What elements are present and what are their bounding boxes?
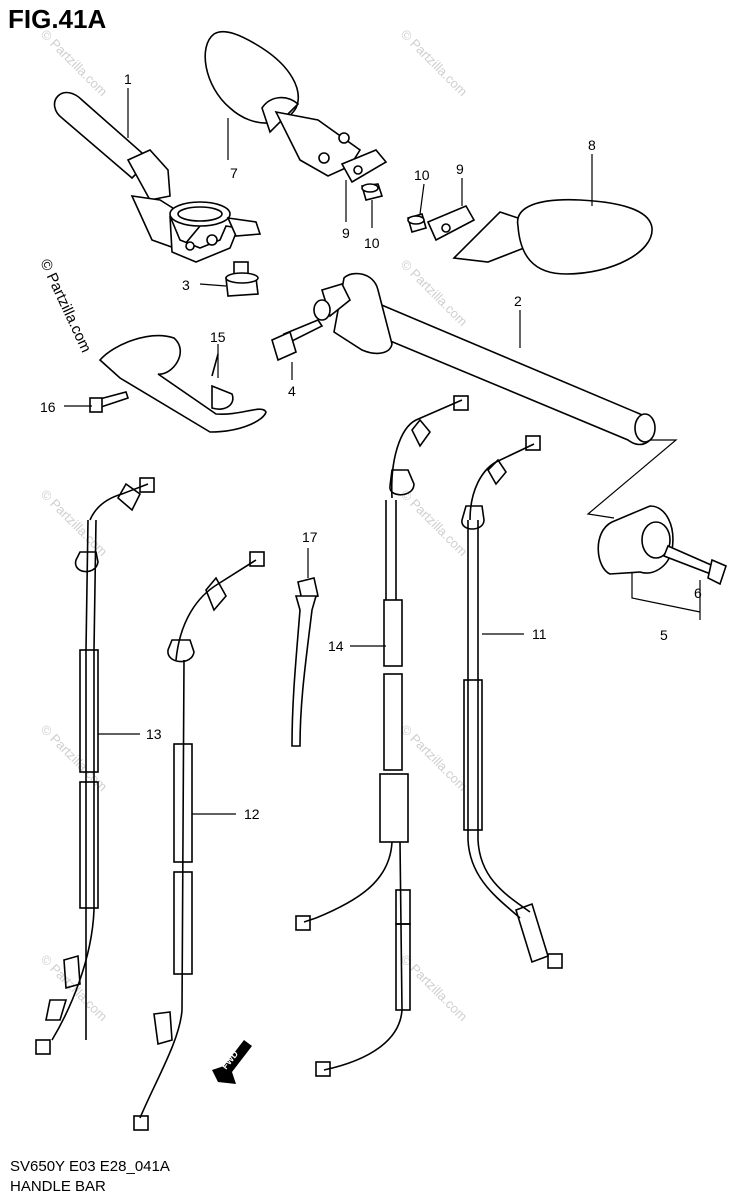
callout-16: 16 <box>40 399 56 415</box>
callout-9-right: 9 <box>456 161 464 177</box>
watermark: © Partzilla.com <box>398 952 471 1025</box>
callout-12: 12 <box>244 806 260 822</box>
callout-6: 6 <box>694 585 702 601</box>
callout-17: 17 <box>302 529 318 545</box>
callout-9-left: 9 <box>342 225 350 241</box>
nut-part-10-left <box>360 183 384 201</box>
watermark: © Partzilla.com <box>38 952 111 1025</box>
watermark: © Partzilla.com <box>38 27 111 100</box>
diagram-name: HANDLE BAR <box>10 1178 106 1195</box>
callout-8: 8 <box>588 137 596 153</box>
callout-3: 3 <box>182 277 190 293</box>
left-handlebar-part-1 <box>53 91 262 263</box>
assembly-line <box>586 439 678 519</box>
watermark-dark: © Partzilla.com <box>36 257 94 356</box>
callout-10-right: 10 <box>414 167 430 183</box>
right-handlebar-part-2 <box>313 272 656 446</box>
bolt-part-4 <box>271 319 324 362</box>
callout-5: 5 <box>660 627 668 643</box>
watermarks: © Partzilla.com © Partzilla.com © Partzi… <box>36 27 470 1025</box>
callout-2: 2 <box>514 293 522 309</box>
guard-part-15 <box>98 334 267 433</box>
cable-part-11 <box>461 435 563 969</box>
bar-end-weight-part-5 <box>597 505 674 575</box>
callout-13: 13 <box>146 726 162 742</box>
mirror-clamp-part-9-left <box>340 149 388 184</box>
mirror-clamp-part-9-right <box>426 204 476 242</box>
callout-4: 4 <box>288 383 296 399</box>
callout-14: 14 <box>328 638 344 654</box>
callout-7: 7 <box>230 165 238 181</box>
right-mirror-part-8 <box>452 198 653 275</box>
screw-part-16 <box>89 391 130 413</box>
callout-10-left: 10 <box>364 235 380 251</box>
fwd-arrow: FWD <box>212 1040 252 1084</box>
figure-title: FIG.41A <box>8 4 107 34</box>
cable-part-14 <box>295 395 469 1077</box>
bolt-part-3 <box>225 261 259 297</box>
nut-part-10-right <box>407 213 427 233</box>
cable-part-13 <box>35 477 155 1055</box>
callout-1: 1 <box>124 71 132 87</box>
cable-tie-part-17 <box>291 577 319 747</box>
callout-15: 15 <box>210 329 226 345</box>
cable-part-12 <box>133 551 265 1131</box>
leader-lines <box>64 88 593 815</box>
watermark: © Partzilla.com <box>38 722 111 795</box>
bracket-5 <box>631 572 701 613</box>
callouts: 1 2 3 4 5 6 7 8 9 9 10 10 11 12 13 14 15… <box>40 71 702 822</box>
callout-11: 11 <box>532 626 547 642</box>
watermark: © Partzilla.com <box>38 487 111 560</box>
watermark: © Partzilla.com <box>398 487 471 560</box>
watermark: © Partzilla.com <box>398 27 471 100</box>
diagram-code: SV650Y E03 E28_041A <box>10 1158 170 1175</box>
bar-end-screw-part-6 <box>662 544 727 586</box>
